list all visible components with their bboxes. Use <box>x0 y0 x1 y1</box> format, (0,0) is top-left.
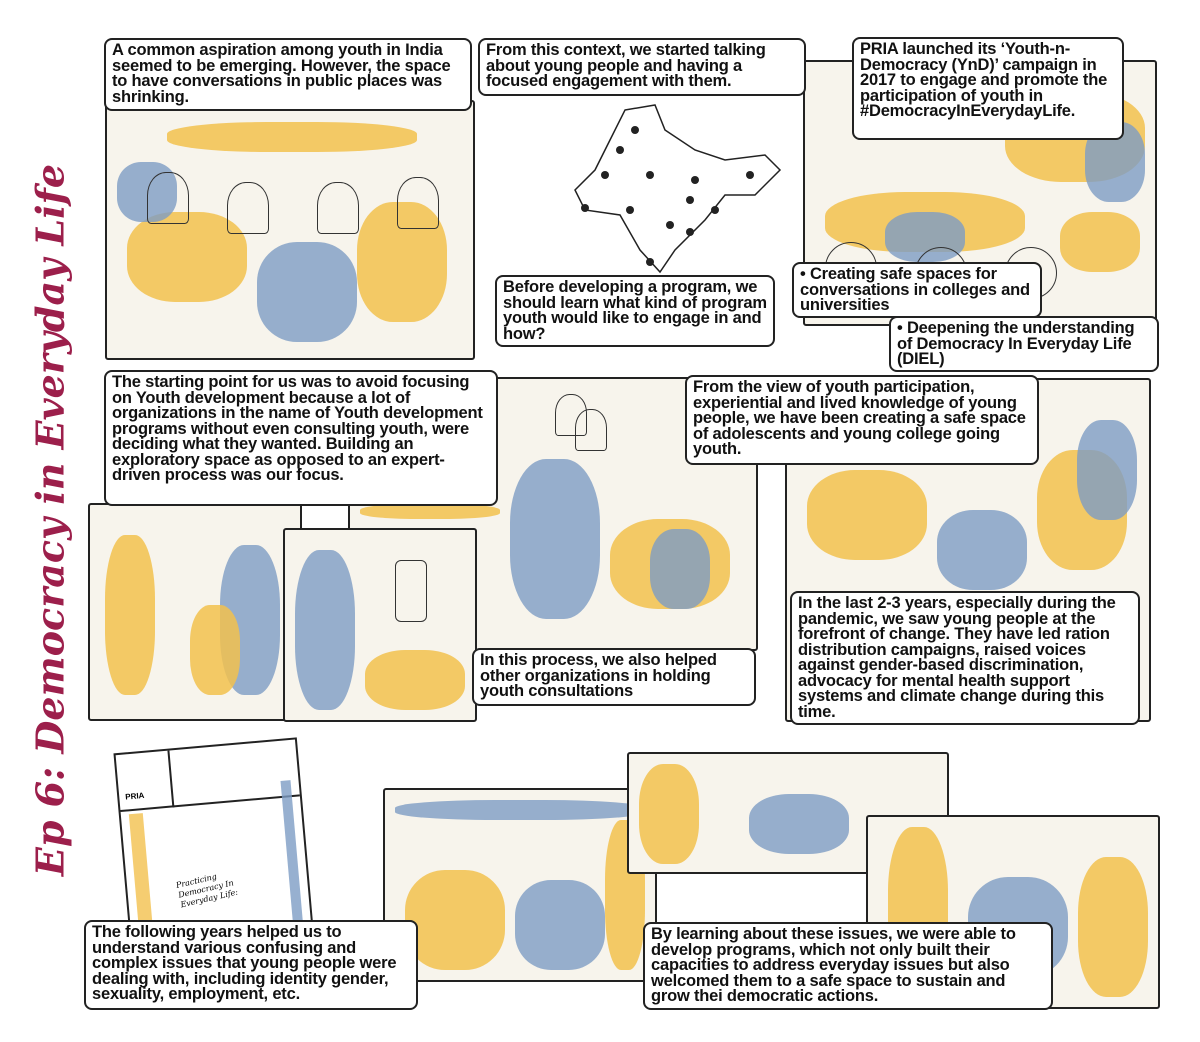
caption-context: From this context, we started talking ab… <box>478 38 806 96</box>
episode-title: Ep 6: Democracy in Everyday Life <box>27 163 73 877</box>
caption-ynd-launch: PRIA launched its ‘Youth-n-Democracy (Yn… <box>852 37 1124 140</box>
panel-kitchen-activity <box>283 528 477 722</box>
caption-starting-point: The starting point for us was to avoid f… <box>104 370 498 506</box>
caption-following-years: The following years helped us to underst… <box>84 920 418 1010</box>
panel-role-play <box>88 503 302 721</box>
document-title: Practicing Democracy In Everyday Life: <box>175 871 239 910</box>
panel-youth-gathering <box>105 100 475 360</box>
caption-consultations: In this process, we also helped other or… <box>472 648 756 706</box>
caption-before-program: Before developing a program, we should l… <box>495 275 775 347</box>
caption-youth-participation: From the view of youth participation, ex… <box>685 375 1039 465</box>
caption-learning: By learning about these issues, we were … <box>643 922 1053 1010</box>
caption-diel: • Deepening the understanding of Democra… <box>889 316 1159 372</box>
india-map-illustration <box>574 104 782 274</box>
caption-safe-spaces: • Creating safe spaces for conversations… <box>792 262 1042 318</box>
pria-logo-text: PRIA <box>124 790 145 802</box>
caption-pandemic: In the last 2-3 years, especially during… <box>790 591 1140 725</box>
panel-workshop-hall <box>383 788 657 982</box>
caption-aspiration: A common aspiration among youth in India… <box>104 38 472 111</box>
